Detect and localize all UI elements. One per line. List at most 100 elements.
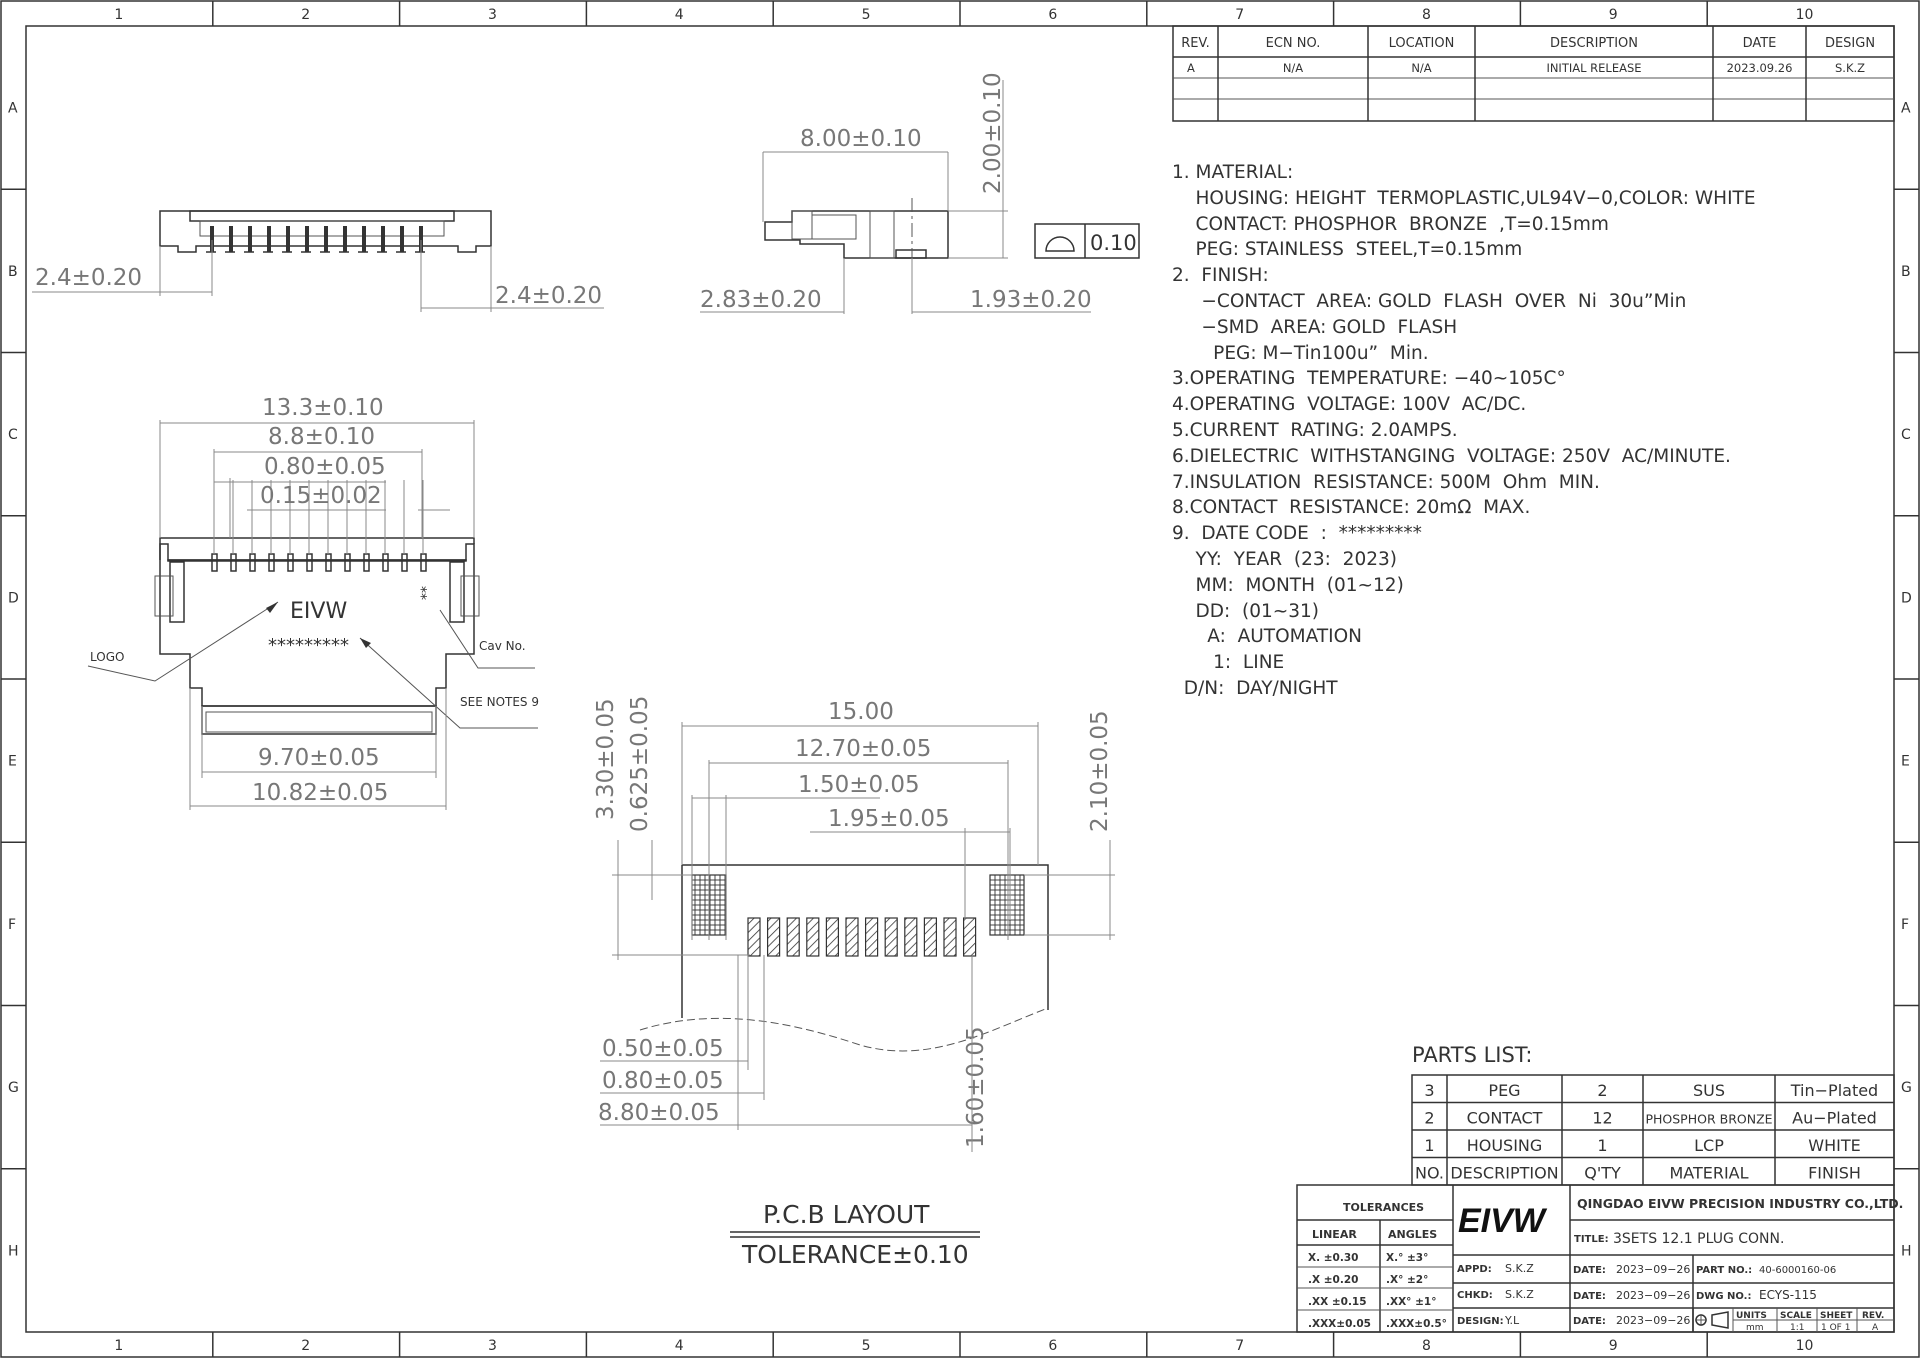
top-dim-pitch: 0.80±0.05 bbox=[264, 454, 386, 480]
row-letter-right: F bbox=[1901, 917, 1909, 933]
note-line: 8.CONTACT RESISTANCE: 20mΩ MAX. bbox=[1172, 497, 1531, 519]
row-letter-right: A bbox=[1901, 101, 1911, 117]
pcb-dim-height: 3.30±0.05 bbox=[593, 698, 619, 820]
note-line: D/N: DAY/NIGHT bbox=[1172, 677, 1338, 699]
title-label: TITLE: bbox=[1574, 1234, 1609, 1245]
note-line: DD: (01~31) bbox=[1172, 600, 1320, 622]
angle-tolerance: .XXX±0.5° bbox=[1386, 1318, 1447, 1330]
note-line: A: AUTOMATION bbox=[1172, 626, 1363, 648]
title-block: TOLERANCES LINEAR ANGLES X. ±0.30.X ±0.2… bbox=[1296, 1184, 1903, 1333]
pcb-layout: 15.00 12.70±0.05 1.50±0.05 1.95±0.05 3.3… bbox=[593, 696, 1115, 1269]
date-value-3: 2023−09−26 bbox=[1616, 1314, 1690, 1327]
pcb-dim-offset: 1.95±0.05 bbox=[828, 806, 950, 832]
pcb-dim-span: 12.70±0.05 bbox=[795, 736, 931, 762]
column-number-bottom: 8 bbox=[1422, 1338, 1431, 1354]
revision-header-cell: ECN NO. bbox=[1266, 36, 1321, 51]
side-dim-right: 1.93±0.20 bbox=[970, 287, 1092, 313]
row-letter-left: D bbox=[8, 590, 19, 606]
column-number-bottom: 10 bbox=[1796, 1338, 1814, 1354]
rev-label: REV. bbox=[1862, 1311, 1884, 1321]
note-line: 1. MATERIAL: bbox=[1172, 162, 1294, 183]
part-no-label: PART NO.: bbox=[1696, 1265, 1752, 1276]
note-line: PEG: STAINLESS STEEL,T=0.15mm bbox=[1172, 239, 1523, 261]
revision-header-cell: DATE bbox=[1743, 36, 1777, 51]
column-number-bottom: 1 bbox=[114, 1338, 123, 1354]
column-number-top: 2 bbox=[301, 7, 310, 23]
row-letter-right: B bbox=[1901, 264, 1911, 280]
linear-tolerance: .XX ±0.15 bbox=[1308, 1296, 1367, 1308]
parts-cell: PHOSPHOR BRONZE bbox=[1645, 1112, 1772, 1127]
parts-cell: 1 bbox=[1597, 1136, 1607, 1155]
row-letter-right: D bbox=[1901, 590, 1912, 606]
column-number-bottom: 7 bbox=[1235, 1338, 1244, 1354]
angles-label: ANGLES bbox=[1388, 1228, 1437, 1241]
flatness-value: 0.10 bbox=[1090, 231, 1137, 255]
row-letter-left: C bbox=[8, 427, 18, 443]
linear-tolerance: .X ±0.20 bbox=[1308, 1274, 1358, 1286]
linear-tolerance: .XXX±0.05 bbox=[1308, 1318, 1371, 1330]
parts-cell: HOUSING bbox=[1467, 1136, 1543, 1155]
date-value-2: 2023−09−26 bbox=[1616, 1289, 1690, 1302]
column-number-bottom: 2 bbox=[301, 1338, 310, 1354]
row-letter-right: C bbox=[1901, 427, 1911, 443]
pcb-dim-pad-pitch: 0.80±0.05 bbox=[602, 1068, 724, 1094]
row-letter-left: A bbox=[8, 101, 18, 117]
parts-cell: Au−Plated bbox=[1792, 1109, 1877, 1128]
note-line: 5.CURRENT RATING: 2.0AMPS. bbox=[1172, 419, 1458, 441]
note-line: 6.DIELECTRIC WITHSTANGING VOLTAGE: 250V … bbox=[1172, 445, 1731, 467]
front-dim-right: 2.4±0.20 bbox=[495, 283, 602, 309]
date-label-3: DATE: bbox=[1573, 1316, 1606, 1327]
column-number-bottom: 5 bbox=[862, 1338, 871, 1354]
appd-value: S.K.Z bbox=[1505, 1262, 1534, 1275]
column-number-bottom: 9 bbox=[1609, 1338, 1618, 1354]
note-line: MM: MONTH (01~12) bbox=[1172, 574, 1404, 596]
top-dim-span: 8.8±0.10 bbox=[268, 424, 375, 450]
column-number-top: 1 bbox=[114, 7, 123, 23]
parts-header-cell: MATERIAL bbox=[1669, 1164, 1748, 1183]
linear-tolerance: X. ±0.30 bbox=[1308, 1252, 1358, 1264]
top-dim-pin-width: 0.15±0.02 bbox=[260, 483, 382, 509]
revision-header-cell: LOCATION bbox=[1389, 36, 1455, 51]
appd-label: APPD: bbox=[1457, 1264, 1492, 1275]
parts-cell: Tin−Plated bbox=[1790, 1081, 1878, 1100]
top-view: EIVW ********* ** LOGO Cav No. SEE NOTES… bbox=[87, 395, 539, 810]
revision-cell: S.K.Z bbox=[1835, 61, 1865, 75]
top-dim-body: 9.70±0.05 bbox=[258, 745, 380, 771]
parts-cell: 2 bbox=[1424, 1109, 1434, 1128]
pcb-layout-title: P.C.B LAYOUT bbox=[763, 1200, 930, 1229]
chkd-label: CHKD: bbox=[1457, 1290, 1493, 1301]
pcb-dim-pad-length: 1.60±0.05 bbox=[963, 1026, 989, 1148]
sheet-label: SHEET bbox=[1820, 1311, 1853, 1321]
parts-cell: 1 bbox=[1424, 1136, 1434, 1155]
pcb-dim-peg: 1.50±0.05 bbox=[798, 772, 920, 798]
column-number-top: 9 bbox=[1609, 7, 1618, 23]
note-line: 9. DATE CODE : ********* bbox=[1172, 523, 1422, 545]
pcb-dim-pad-span: 8.80±0.05 bbox=[598, 1100, 720, 1126]
front-dim-left: 2.4±0.20 bbox=[35, 265, 142, 291]
units-label: UNITS bbox=[1736, 1311, 1767, 1321]
row-letter-left: B bbox=[8, 264, 18, 280]
tolerances-label: TOLERANCES bbox=[1343, 1201, 1424, 1214]
dwg-no-value: ECYS-115 bbox=[1759, 1288, 1817, 1302]
company-name: QINGDAO EIVW PRECISION INDUSTRY CO.,LTD. bbox=[1577, 1196, 1903, 1211]
note-line: 7.INSULATION RESISTANCE: 500M Ohm MIN. bbox=[1172, 471, 1600, 493]
side-dim-width: 8.00±0.10 bbox=[800, 126, 922, 152]
column-number-top: 3 bbox=[488, 7, 497, 23]
revision-cell: INITIAL RELEASE bbox=[1546, 61, 1641, 75]
side-view: 8.00±0.10 2.00±0.10 2.83±0.20 1.93±0.20 … bbox=[700, 72, 1140, 314]
side-dim-left: 2.83±0.20 bbox=[700, 287, 822, 313]
parts-cell: SUS bbox=[1693, 1081, 1725, 1100]
date-label-2: DATE: bbox=[1573, 1291, 1606, 1302]
cav-mark: ** bbox=[419, 586, 435, 600]
logo-label: LOGO bbox=[90, 650, 124, 664]
note-line: YY: YEAR (23: 2023) bbox=[1172, 548, 1397, 570]
note-line: −CONTACT AREA: GOLD FLASH OVER Ni 30u”Mi… bbox=[1172, 290, 1687, 312]
row-letter-right: E bbox=[1901, 754, 1910, 770]
revision-cell: 2023.09.26 bbox=[1727, 61, 1793, 75]
revision-header-cell: REV. bbox=[1181, 36, 1210, 51]
drawing-title: 3SETS 12.1 PLUG CONN. bbox=[1613, 1231, 1784, 1247]
note-line: 1: LINE bbox=[1172, 652, 1285, 674]
note-line: 4.OPERATING VOLTAGE: 100V AC/DC. bbox=[1172, 394, 1527, 416]
